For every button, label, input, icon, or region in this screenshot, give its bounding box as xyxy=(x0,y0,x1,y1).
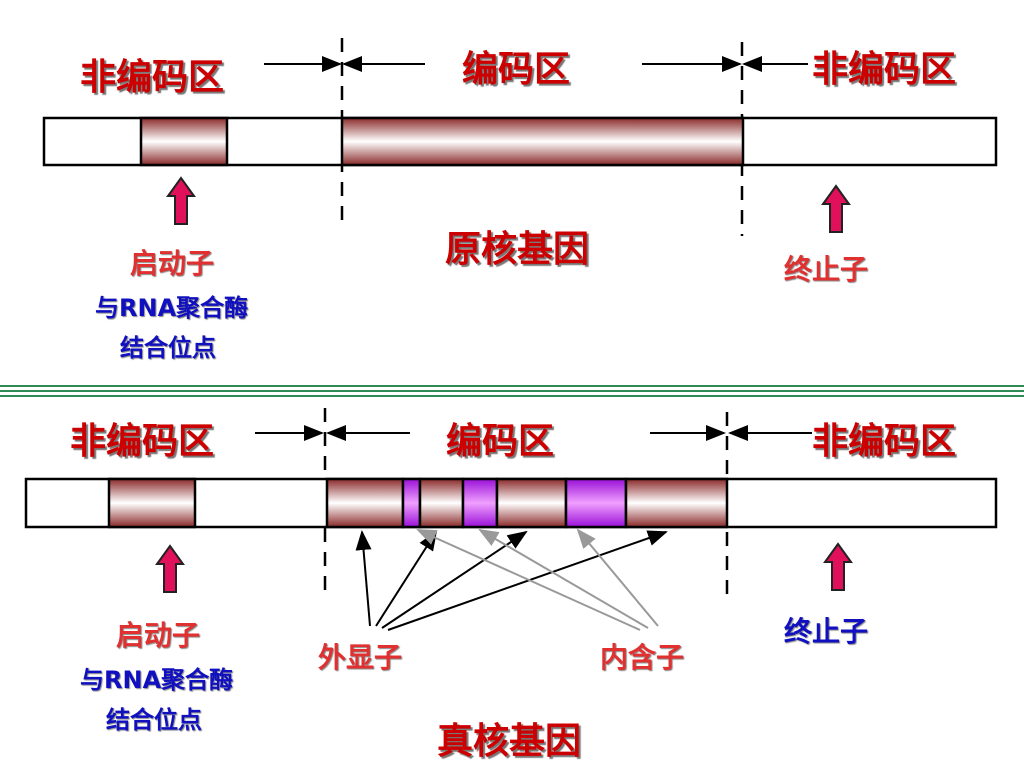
terminator-label: 终止子 xyxy=(784,253,869,286)
exon-segment xyxy=(624,477,729,529)
exon-segment xyxy=(418,477,465,529)
prokaryote-gene xyxy=(42,38,998,236)
intron-label: 内含子 xyxy=(600,641,685,674)
pointer-arrow-line xyxy=(387,530,668,631)
prokaryote-gene-title: 原核基因 xyxy=(445,229,590,270)
noncoding-region-left-label: 非编码区 xyxy=(80,57,225,98)
coding-region-label: 编码区 xyxy=(446,421,555,462)
pointer-arrow-line xyxy=(416,529,641,631)
pointer-arrow-line xyxy=(355,530,372,627)
eukaryote-gene xyxy=(24,408,998,631)
up-arrow-icon xyxy=(156,545,184,593)
section-divider xyxy=(0,385,1024,397)
pointer-arrow-line xyxy=(576,528,659,627)
up-arrow-icon xyxy=(824,543,852,591)
eukaryote-gene-title: 真核基因 xyxy=(437,721,582,762)
rna-polymerase-binding-label: 与RNA聚合酶 xyxy=(80,666,234,694)
intron-segment xyxy=(461,477,499,529)
up-arrow-icon xyxy=(822,185,850,233)
pointer-arrow-line xyxy=(381,530,528,629)
noncoding-region-right-label: 非编码区 xyxy=(812,49,957,90)
noncoding-region-left-label: 非编码区 xyxy=(70,421,215,462)
promoter-segment xyxy=(107,477,197,529)
coding-segment xyxy=(340,116,745,167)
exon-segment xyxy=(495,477,568,529)
rna-polymerase-binding-label: 与RNA聚合酶 xyxy=(95,294,249,322)
up-arrow-icon xyxy=(167,177,195,225)
noncoding-region-right-label: 非编码区 xyxy=(812,421,957,462)
terminator-label: 终止子 xyxy=(784,615,869,648)
promoter-label: 启动子 xyxy=(130,247,215,280)
binding-site-label: 结合位点 xyxy=(106,706,202,734)
intron-segment xyxy=(564,477,628,529)
binding-site-label: 结合位点 xyxy=(120,334,216,362)
promoter-label: 启动子 xyxy=(116,619,201,652)
exon-segment xyxy=(325,477,405,529)
coding-region-label: 编码区 xyxy=(462,49,571,90)
intron-segment xyxy=(401,477,422,529)
promoter-segment xyxy=(139,116,229,167)
exon-label: 外显子 xyxy=(318,641,403,674)
pointer-arrow-line xyxy=(375,530,438,627)
pointer-arrow-line xyxy=(478,528,649,629)
